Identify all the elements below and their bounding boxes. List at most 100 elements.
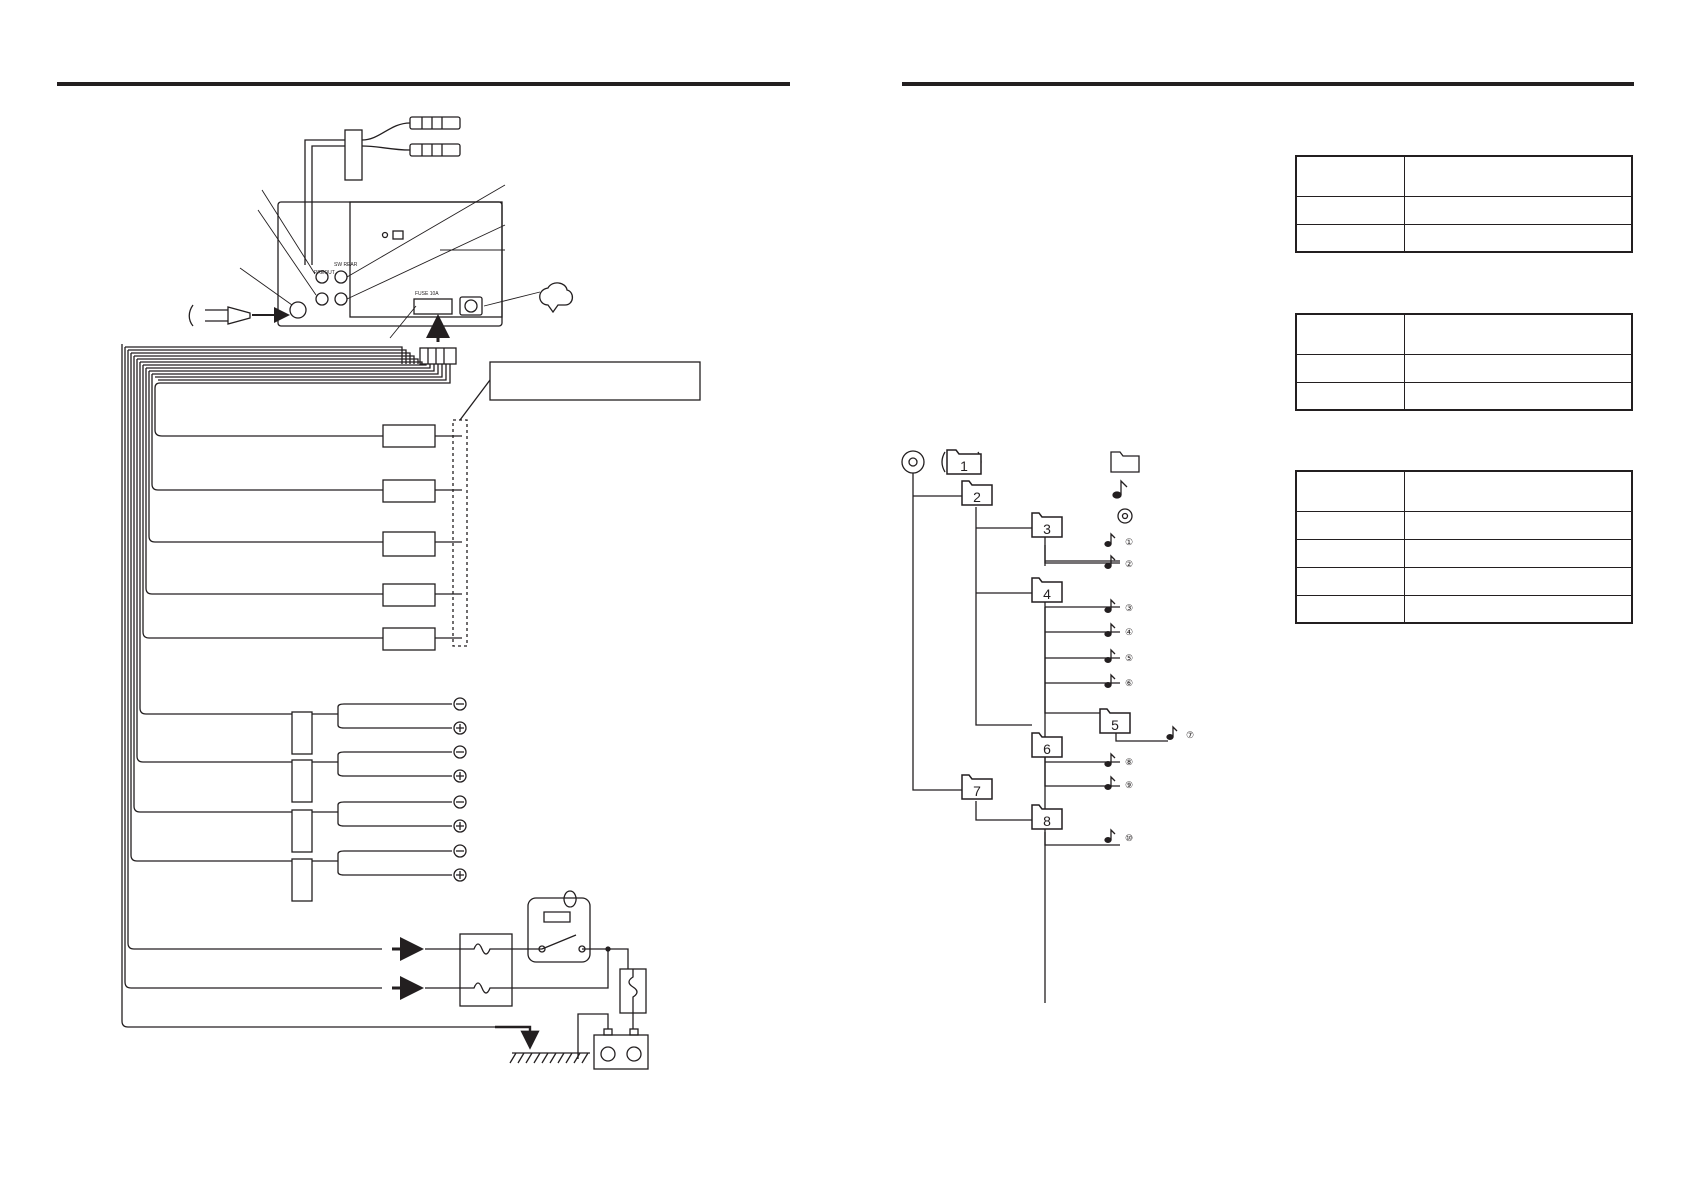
- folder-4: [1031, 577, 1063, 603]
- folder-2-label: 2: [973, 489, 981, 505]
- music-note-icons: [1104, 479, 1178, 843]
- note-box: [489, 361, 701, 401]
- table-cell: [1295, 538, 1405, 568]
- track-2-label: ②: [1125, 559, 1133, 569]
- track-6-label: ⑥: [1125, 678, 1133, 688]
- fuse-block: [459, 933, 513, 1007]
- folder-7-label: 7: [973, 783, 981, 799]
- folder-1: [946, 449, 982, 475]
- track-1-label: ①: [1125, 537, 1133, 547]
- antenna-jack: [289, 301, 307, 319]
- table-cell: [1295, 155, 1405, 197]
- track-3-label: ③: [1125, 603, 1133, 613]
- harness-wire-12: [121, 344, 495, 1028]
- folder-5-label: 5: [1111, 717, 1119, 733]
- spec-table-2: [1295, 313, 1633, 411]
- head-unit-inner-panel: [349, 201, 503, 318]
- rca-plug-2: [409, 143, 461, 157]
- preout-jack-bottom: [315, 292, 329, 306]
- harness-wire-10: [127, 350, 382, 950]
- table-cell: [1295, 381, 1405, 411]
- antenna-plug: [188, 304, 251, 327]
- harness-wire-11: [124, 347, 382, 989]
- table-cell: [1404, 566, 1633, 596]
- left-page-rule: [57, 82, 790, 86]
- remote-sensor-icon: [539, 282, 574, 314]
- preout-label: PREOUT: [314, 270, 335, 276]
- table-cell: [1295, 566, 1405, 596]
- harness-wire-8: [133, 356, 292, 813]
- track-4-label: ④: [1125, 627, 1133, 637]
- harness-wire-6: [139, 362, 292, 715]
- sw-rear-label: SW REAR: [334, 262, 358, 268]
- speaker-box-3: [291, 809, 313, 853]
- polarity-signs: [453, 697, 467, 882]
- folder-3-label: 3: [1043, 521, 1051, 537]
- table-cell: [1404, 353, 1633, 383]
- table-cell: [1404, 223, 1633, 253]
- ground-symbol: [509, 1052, 590, 1064]
- track-9-label: ⑨: [1125, 780, 1133, 790]
- track-5-label: ⑤: [1125, 653, 1133, 663]
- table-cell: [1404, 510, 1633, 540]
- harness-wire-3: [148, 371, 383, 543]
- fuse-label: FUSE 10A: [415, 291, 439, 297]
- wire-label-box: [382, 627, 436, 651]
- folder-4-label: 4: [1043, 586, 1051, 602]
- preout-jack-top: [315, 270, 329, 284]
- table-cell: [1404, 195, 1633, 225]
- wire-label-box: [382, 479, 436, 503]
- table-cell: [1295, 594, 1405, 624]
- folder-1-label: 1: [960, 458, 968, 474]
- wire-label-box: [382, 583, 436, 607]
- harness-bundle: [125, 346, 451, 437]
- table-cell: [1295, 353, 1405, 383]
- track-8-label: ⑧: [1125, 757, 1133, 767]
- harness-wire-9: [130, 353, 292, 862]
- ignition-switch: [527, 897, 591, 963]
- table-cell: [1404, 470, 1633, 512]
- changer-connector: [459, 296, 483, 316]
- table-cell: [1295, 195, 1405, 225]
- disc-icon-root: [901, 450, 925, 474]
- folder-8-label: 8: [1043, 813, 1051, 829]
- battery: [593, 1034, 649, 1070]
- power-connector-socket: [413, 298, 453, 315]
- harness-wire-7: [136, 359, 292, 763]
- table-cell: [1404, 381, 1633, 411]
- table-cell: [1404, 155, 1633, 197]
- speaker-box-1: [291, 711, 313, 755]
- table-cell: [1295, 470, 1405, 512]
- tree-lines: [912, 473, 1120, 1003]
- sw-rear-jack-top: [334, 270, 348, 284]
- leader-lines: [239, 184, 541, 339]
- dashed-group-box: [452, 419, 468, 647]
- rca-split: [361, 122, 411, 151]
- legend-folder-icon: [1110, 451, 1140, 473]
- speaker-box-2: [291, 759, 313, 803]
- table-cell: [1295, 223, 1405, 253]
- wire-label-box: [382, 531, 436, 557]
- harness-wire-5: [142, 365, 383, 639]
- track-7-label: ⑦: [1186, 730, 1194, 740]
- ignition-key-icon: [543, 890, 577, 923]
- legend-disc-icon: [1117, 508, 1133, 524]
- sw-rear-jack-bottom: [334, 292, 348, 306]
- rca-plug-1: [409, 116, 461, 130]
- table-cell: [1295, 510, 1405, 540]
- folder-6: [1031, 732, 1063, 758]
- folder-8: [1031, 804, 1063, 830]
- table-cell: [1404, 538, 1633, 568]
- screw-hole: [381, 231, 389, 239]
- spec-table-3: [1295, 470, 1633, 624]
- folder-7: [961, 774, 993, 800]
- rca-cable: [304, 139, 345, 265]
- track-10-label: ⑩: [1125, 833, 1133, 843]
- harness-wire-4: [145, 368, 383, 595]
- speaker-box-4: [291, 858, 313, 902]
- wire-label-box: [382, 424, 436, 448]
- harness-wire-2: [151, 374, 383, 491]
- folder-5: [1099, 708, 1131, 734]
- folder-2: [961, 480, 993, 506]
- cable-clamp: [344, 129, 363, 181]
